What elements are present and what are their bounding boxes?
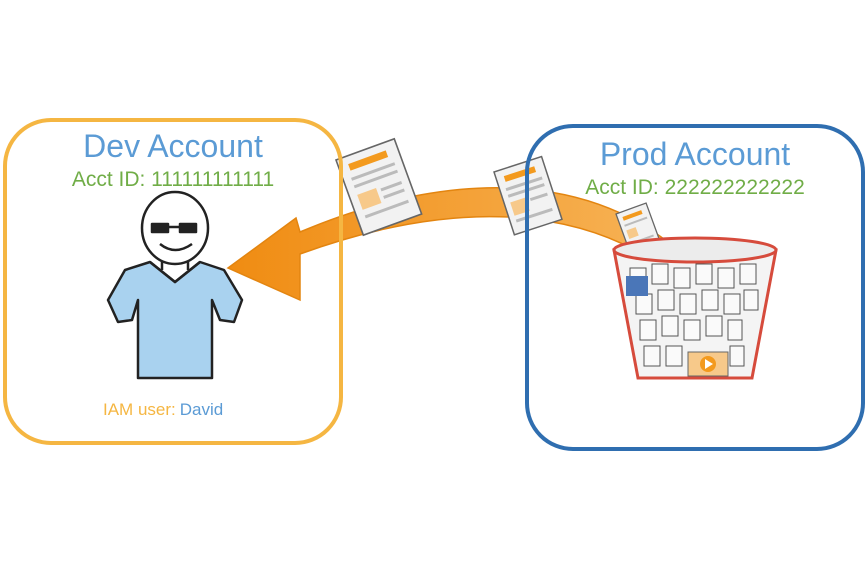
dev-account-title: Dev Account [83, 128, 263, 164]
prod-account-id: Acct ID: 222222222222 [585, 176, 805, 199]
person-icon [106, 190, 244, 380]
document-icon [334, 137, 423, 237]
s3-bucket-icon [612, 236, 778, 380]
prod-account-title: Prod Account [599, 136, 791, 172]
prod-account-box: Prod Account Acct ID: 222222222222 [525, 124, 865, 451]
dev-account-box: Dev Account Acct ID: 111111111111 IAM us… [3, 118, 343, 445]
arrow-icon [226, 187, 691, 302]
iam-user-label: IAM user: [103, 400, 176, 419]
iam-user-line: IAM user:David [103, 400, 223, 420]
iam-user-name: David [179, 400, 224, 419]
dev-account-id: Acct ID: 111111111111 [71, 168, 275, 191]
